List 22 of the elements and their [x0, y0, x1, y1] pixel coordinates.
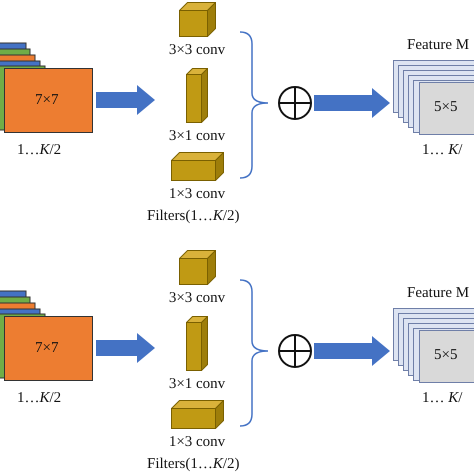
title-label: Feature M	[407, 285, 470, 302]
filter-label: 3×3 conv	[168, 290, 226, 307]
filter-label: 1×3 conv	[168, 186, 226, 203]
arrow	[314, 336, 390, 366]
filters-label: Filters(1…K/2)	[147, 456, 240, 473]
arrow	[96, 333, 155, 363]
title-label: Feature M	[407, 37, 470, 54]
size-label: 5×5	[434, 347, 458, 364]
filter-label: 3×1 conv	[168, 128, 226, 145]
filter-label: 3×1 conv	[168, 376, 226, 393]
size-label: 5×5	[434, 99, 458, 116]
count-label: 1…K/2	[17, 142, 62, 159]
filter-label: 3×3 conv	[168, 42, 226, 59]
arrow	[314, 88, 390, 118]
filters-label: Filters(1…K/2)	[147, 208, 240, 225]
count-label: 1… K/	[422, 390, 462, 407]
count-label: 1… K/	[422, 142, 462, 159]
arrow	[96, 85, 155, 115]
count-label: 1…K/2	[17, 390, 62, 407]
size-label: 7×7	[35, 92, 58, 109]
size-label: 7×7	[35, 340, 58, 357]
filter-label: 1×3 conv	[168, 434, 226, 451]
